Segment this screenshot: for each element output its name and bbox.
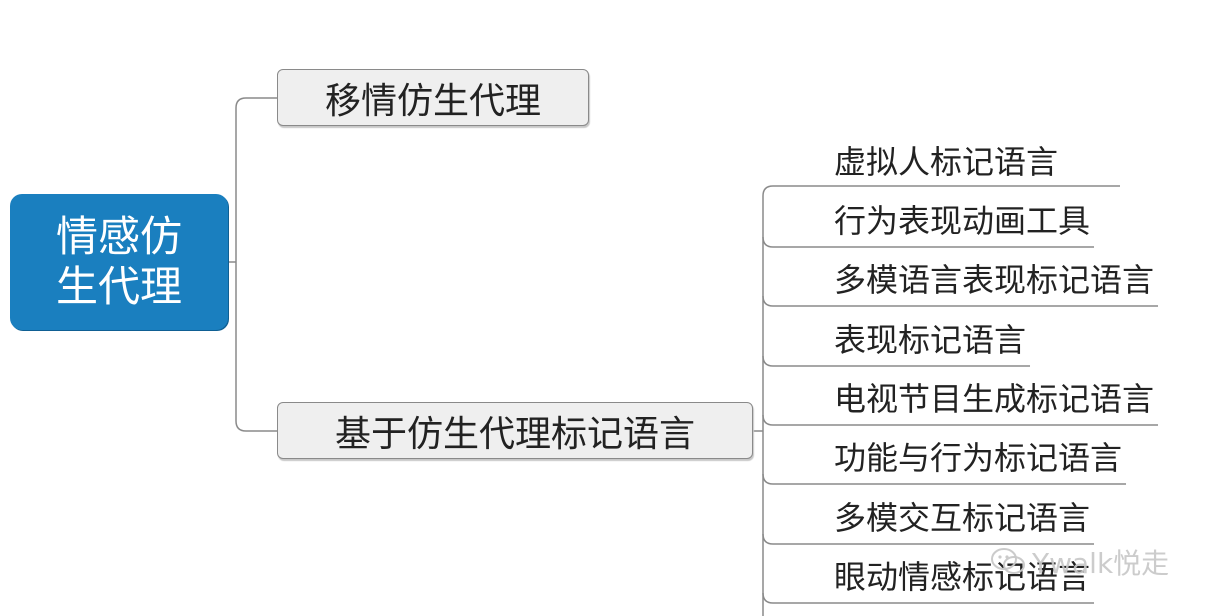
- leaf-underline: [762, 533, 1095, 545]
- leaf-item[interactable]: 多模交互标记语言: [834, 499, 1091, 537]
- watermark-text: Ywalk悦走: [1032, 547, 1170, 580]
- root-node[interactable]: 情感仿 生代理: [10, 194, 228, 330]
- leaf-item[interactable]: 行为表现动画工具: [834, 202, 1091, 240]
- root-label-line1: 情感仿: [55, 212, 182, 261]
- connector-root-branches: [228, 97, 277, 432]
- leaf-item[interactable]: 功能与行为标记语言: [834, 439, 1123, 477]
- leaf-item[interactable]: 多模语言表现标记语言: [834, 261, 1155, 299]
- branch-empathic-agent[interactable]: 移情仿生代理: [277, 69, 589, 126]
- branch-label: 移情仿生代理: [324, 80, 541, 122]
- root-label-line2: 生代理: [55, 262, 182, 311]
- leaf-item[interactable]: 表现标记语言: [834, 321, 1027, 359]
- wechat-icon: [990, 547, 1026, 577]
- leaf-underline: [762, 355, 1031, 367]
- leaf-underline: [762, 295, 1159, 307]
- connector-branch-leaves: [753, 185, 1120, 616]
- leaf-item[interactable]: 眼动情感标记语言: [834, 558, 1091, 596]
- branch-label: 基于仿生代理标记语言: [334, 413, 695, 455]
- leaf-underline: [762, 236, 1095, 248]
- leaf-underline: [762, 473, 1127, 485]
- leaf-underline: [762, 414, 1159, 426]
- leaf-underlines: [762, 236, 1159, 604]
- leaf-item[interactable]: 电视节目生成标记语言: [834, 380, 1155, 418]
- leaf-underline: [762, 592, 1095, 604]
- leaf-item[interactable]: 虚拟人标记语言: [834, 143, 1059, 181]
- branch-markup-language[interactable]: 基于仿生代理标记语言: [277, 402, 753, 459]
- watermark: Ywalk悦走: [990, 542, 1169, 582]
